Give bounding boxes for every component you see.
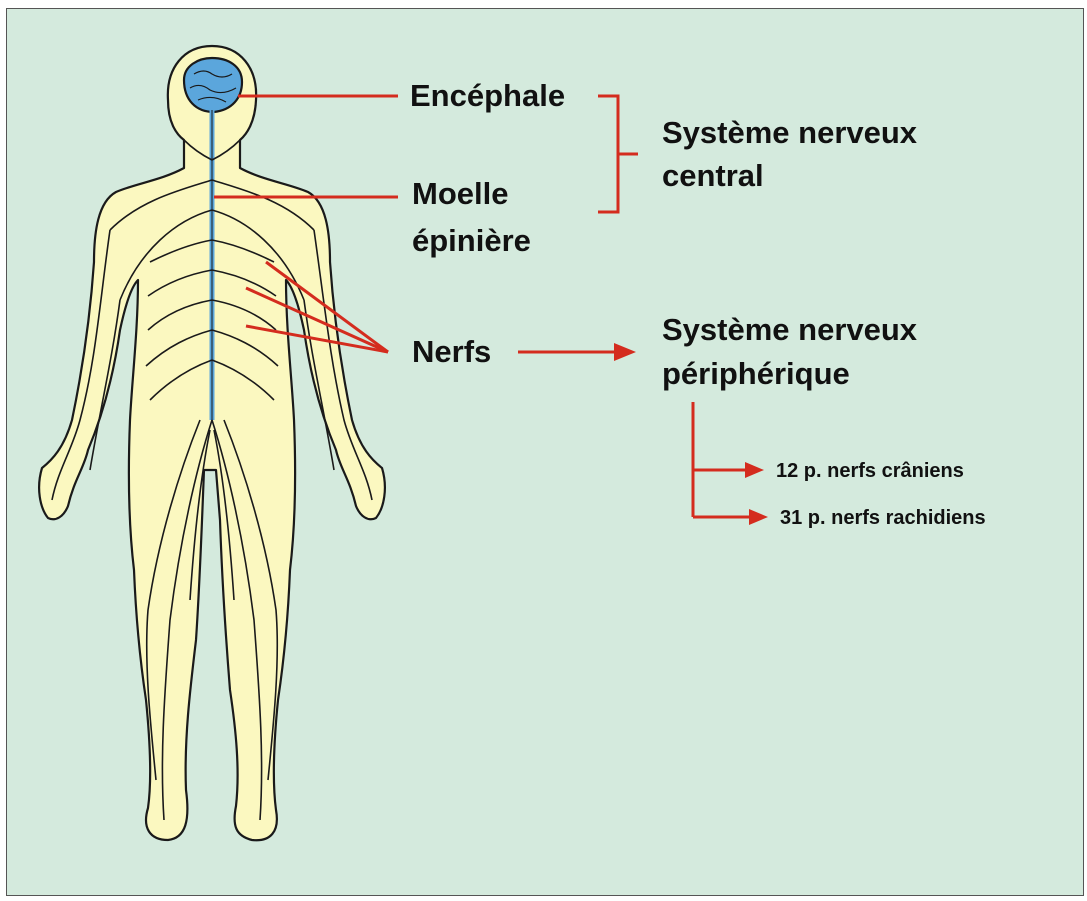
spinal-arrowhead [749,509,768,525]
label-encephale: Encéphale [410,78,565,114]
snc-bracket [598,96,638,212]
label-snp-line1: Système nerveux [662,312,917,348]
nerfs-arrowhead [614,343,636,361]
brain-icon [184,58,242,112]
label-moelle-line2: épinière [412,223,531,259]
label-snc-line1: Système nerveux [662,115,917,151]
cranial-arrowhead [745,462,764,478]
label-snc-line2: central [662,158,764,194]
label-moelle-line1: Moelle [412,176,508,212]
label-nerfs: Nerfs [412,334,491,370]
label-cranial-nerves: 12 p. nerfs crâniens [776,459,964,483]
human-nervous-system-figure [39,46,385,840]
label-spinal-nerves: 31 p. nerfs rachidiens [780,506,986,530]
label-snp-line2: périphérique [662,356,850,392]
